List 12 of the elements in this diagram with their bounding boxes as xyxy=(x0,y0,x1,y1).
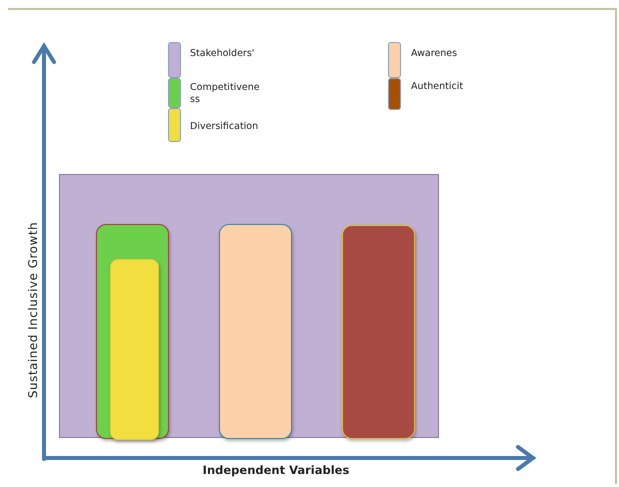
bar xyxy=(219,224,292,439)
legend-label: Stakeholders' xyxy=(190,48,256,60)
legend-label: Authenticit xyxy=(411,81,464,93)
x-axis-title: Independent Variables xyxy=(202,463,350,477)
legend-label: Awarenes xyxy=(411,48,458,60)
panel-background xyxy=(59,174,439,438)
bar xyxy=(110,259,159,440)
legend-label: Competitivene ss xyxy=(190,82,261,106)
y-axis-title: Sustained Inclusive Growth xyxy=(26,222,40,398)
bar xyxy=(342,225,415,439)
legend-label: Diversification xyxy=(190,121,260,133)
bar xyxy=(96,224,169,439)
